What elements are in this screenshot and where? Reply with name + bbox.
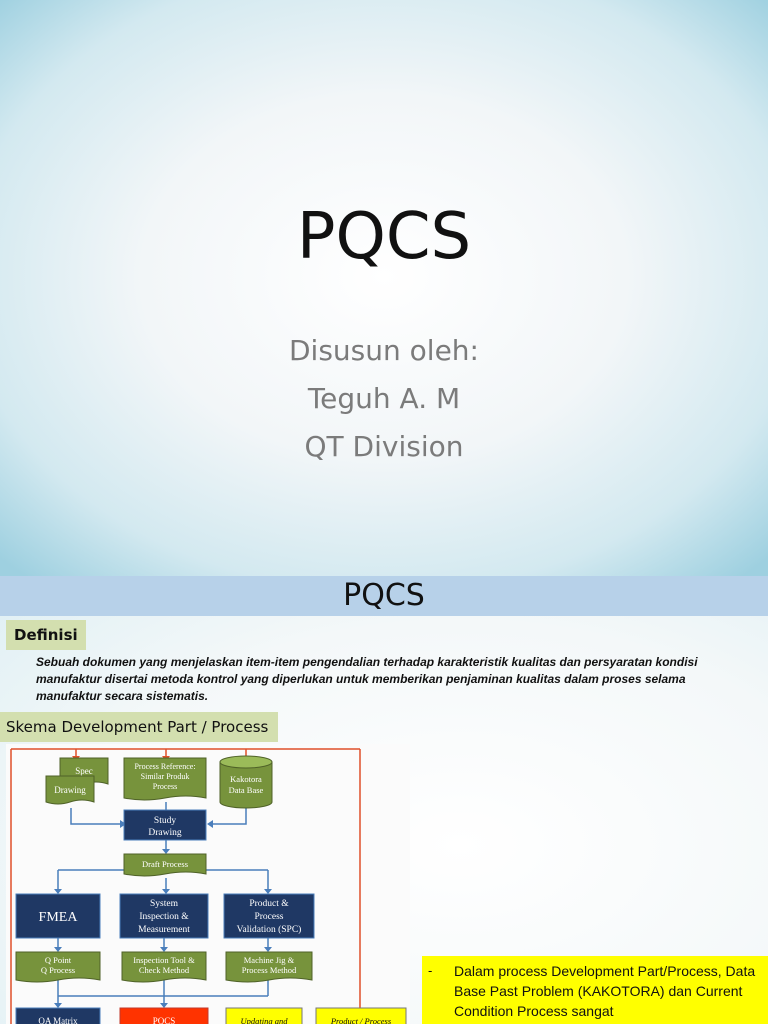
process-reference-line-3: Process	[153, 782, 177, 791]
system-inspection-box: System Inspection & Measurement	[119, 893, 209, 939]
product-process-box: Product / Process	[315, 1007, 407, 1024]
subtitle-author-name: Teguh A. M	[307, 382, 461, 415]
content-slide: PQCS Definisi Sebuah dokumen yang menjel…	[0, 576, 768, 1024]
definisi-text: Sebuah dokumen yang menjelaskan item-ite…	[36, 655, 698, 703]
system-inspection-line-2: Inspection &	[139, 912, 189, 922]
note-bullet: -	[428, 963, 433, 978]
note-text: Dalam process Development Part/Process, …	[454, 963, 756, 1019]
validation-line-2: Process	[254, 912, 283, 922]
study-drawing-box: Study Drawing	[123, 809, 207, 841]
study-drawing-line-1: Study	[154, 816, 176, 826]
updating-box: Updating and	[225, 1007, 303, 1024]
skema-label: Skema Development Part / Process	[0, 712, 279, 742]
pqcs-label: PQCS	[153, 1016, 176, 1024]
process-reference-line-2: Similar Produk	[141, 772, 190, 781]
drawing-document-box: Drawing	[45, 775, 95, 805]
q-point-box: Q Point Q Process	[15, 951, 101, 983]
title-slide: PQCS Disusun oleh: Teguh A. M QT Divisio…	[0, 0, 768, 576]
kakotora-line-2: Data Base	[229, 785, 264, 795]
spec-label: Spec	[75, 766, 93, 776]
machine-jig-line-2: Process Method	[242, 965, 297, 975]
kakotora-note: - Dalam process Development Part/Process…	[422, 956, 768, 1024]
draft-process-label: Draft Process	[142, 859, 188, 869]
updating-label: Updating and	[241, 1016, 289, 1024]
product-process-label: Product / Process	[330, 1016, 392, 1024]
q-point-line-1: Q Point	[45, 955, 72, 965]
validation-line-3: Validation (SPC)	[237, 924, 302, 935]
machine-jig-line-1: Machine Jig &	[244, 955, 295, 965]
study-drawing-line-2: Drawing	[148, 828, 181, 838]
definisi-label: Definisi	[6, 620, 86, 650]
process-reference-box: Process Reference: Similar Produk Proces…	[123, 757, 207, 801]
fmea-box: FMEA	[15, 893, 101, 939]
machine-jig-box: Machine Jig & Process Method	[225, 951, 313, 983]
fmea-label: FMEA	[39, 910, 79, 925]
slide-title: PQCS	[296, 200, 472, 274]
system-inspection-line-1: System	[150, 899, 179, 909]
inspection-tool-line-1: Inspection Tool &	[133, 955, 195, 965]
qa-matrix-box: QA Matrix	[15, 1007, 101, 1024]
pqcs-box: PQCS	[119, 1007, 209, 1024]
drawing-label: Drawing	[54, 785, 86, 795]
qa-matrix-label: QA Matrix	[38, 1016, 78, 1024]
inspection-tool-line-2: Check Method	[139, 965, 190, 975]
subtitle-division: QT Division	[304, 430, 464, 463]
kakotora-database-cylinder: Kakotora Data Base	[219, 755, 273, 809]
feedback-lines	[10, 748, 361, 1024]
subtitle-author-label: Disusun oleh:	[289, 334, 479, 367]
product-process-validation-box: Product & Process Validation (SPC)	[223, 893, 315, 939]
slide-title: PQCS	[343, 578, 425, 613]
inspection-tool-box: Inspection Tool & Check Method	[121, 951, 207, 983]
system-inspection-line-3: Measurement	[138, 925, 190, 935]
kakotora-line-1: Kakotora	[230, 774, 262, 784]
process-reference-line-1: Process Reference:	[134, 762, 195, 771]
draft-process-box: Draft Process	[123, 853, 207, 877]
slide-title-bar	[0, 576, 768, 616]
development-flow-diagram: Spec Drawing Process Reference: Similar …	[6, 744, 410, 1024]
validation-line-1: Product &	[249, 899, 289, 909]
q-point-line-2: Q Process	[41, 965, 75, 975]
